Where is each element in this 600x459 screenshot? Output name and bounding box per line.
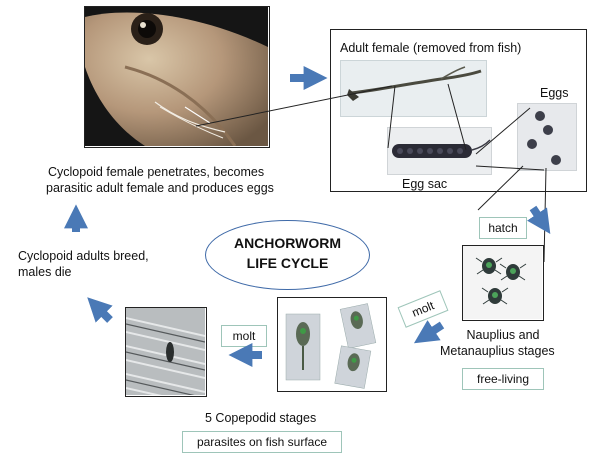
parasites-surface-tag: parasites on fish surface <box>182 431 342 453</box>
breed-caption-line1: Cyclopoid adults breed, <box>18 249 149 263</box>
eggs-photo <box>517 103 577 171</box>
egg-sac-label: Egg sac <box>402 177 448 191</box>
nauplius-photo-frame <box>462 245 544 321</box>
title-line1: ANCHORWORM <box>233 235 342 251</box>
copepodid-label: 5 Copepodid stages <box>205 411 317 425</box>
penetrates-caption-line2: parasitic adult female and produces eggs <box>46 181 274 195</box>
arrow-to-copepodid <box>413 320 445 344</box>
molt-left-tag: molt <box>221 325 267 347</box>
nauplius-label-line1: Nauplius and <box>466 328 540 342</box>
hatch-tag: hatch <box>479 217 527 239</box>
penetrates-caption-line1: Cyclopoid female penetrates, becomes <box>48 165 265 179</box>
adult-female-label: Adult female (removed from fish) <box>340 41 522 55</box>
fish-head-image <box>85 7 268 146</box>
gill-photo-frame <box>125 307 207 397</box>
fish-photo-frame <box>84 6 270 148</box>
free-living-tag: free-living <box>462 368 544 390</box>
title-ellipse <box>205 220 370 290</box>
eggs-label: Eggs <box>540 86 569 100</box>
arrow-to-nauplius <box>527 205 551 234</box>
breed-caption-line2: males die <box>18 265 72 279</box>
copepodid-photo-frame <box>277 297 387 392</box>
title-line2: LIFE CYCLE <box>246 255 329 271</box>
nauplius-label-line2: Metanauplius stages <box>440 344 555 358</box>
connector-lines <box>195 83 547 263</box>
egg-sac-photo <box>387 127 492 175</box>
adult-female-photo <box>340 60 487 117</box>
arrow-to-breed <box>87 297 113 323</box>
